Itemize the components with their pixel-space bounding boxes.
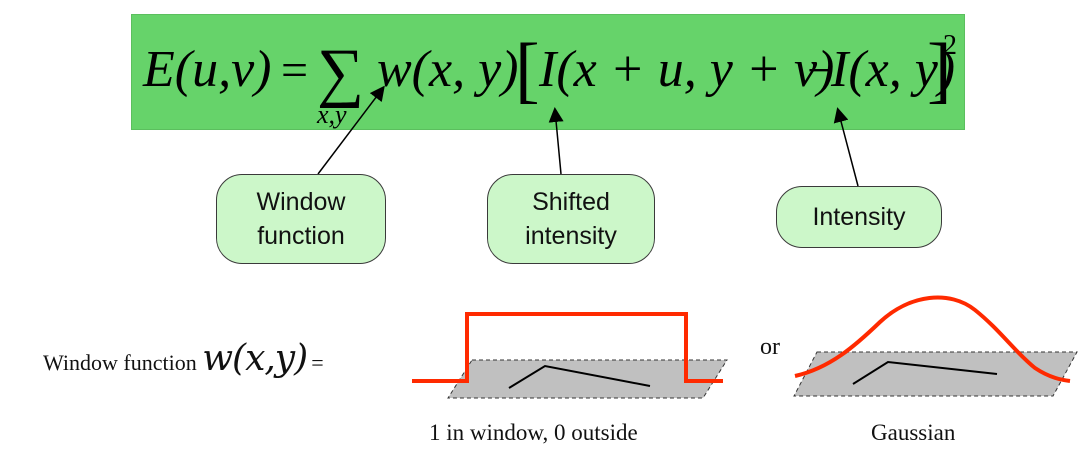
gaussian-plane [793,351,1078,397]
box-window-plane [447,359,728,399]
window-function-equals: = [311,350,324,375]
formula-bracket-open: [ [515,29,540,111]
or-label: or [760,334,780,360]
box-window-signal [508,364,651,389]
gaussian-window-plot [793,295,1078,397]
formula-sum-subscript: x,y [316,100,347,129]
gaussian-curve [794,295,1071,383]
formula-equals: = [281,44,308,97]
window-function-callout: Window function [216,174,386,264]
window-function-callout-label: Window function [256,188,346,250]
formula-exponent: 2 [943,30,957,61]
formula-sum: ∑ [317,36,364,109]
gaussian-signal [852,360,998,385]
box-window-caption: 1 in window, 0 outside [429,420,638,445]
formula-minus: − [807,44,834,97]
shifted-intensity-callout-label: Shifted intensity [525,188,617,250]
intensity-callout: Intensity [776,186,942,248]
formula-shifted-term: I(x + u, y + v) [538,41,834,98]
shifted-intensity-callout: Shifted intensity [487,174,655,264]
formula-background [131,14,965,130]
formula-window-term: w(x, y) [377,41,518,98]
formula: E(u,v) = ∑ x,y w(x, y) [ I(x + u, y + v)… [142,29,957,129]
gaussian-caption: Gaussian [871,420,956,445]
formula-intensity-term: I(x, y) [830,41,955,98]
box-window-plot [412,312,728,399]
formula-bracket-close: ] [927,29,952,111]
window-function-symbol: w(x,y) [202,338,308,379]
box-window-curve [412,312,723,383]
window-function-text: Window function [43,350,203,375]
formula-lhs: E(u,v) [142,41,271,98]
window-function-label: Window function w(x,y)= [43,338,324,379]
intensity-callout-label: Intensity [812,203,906,231]
